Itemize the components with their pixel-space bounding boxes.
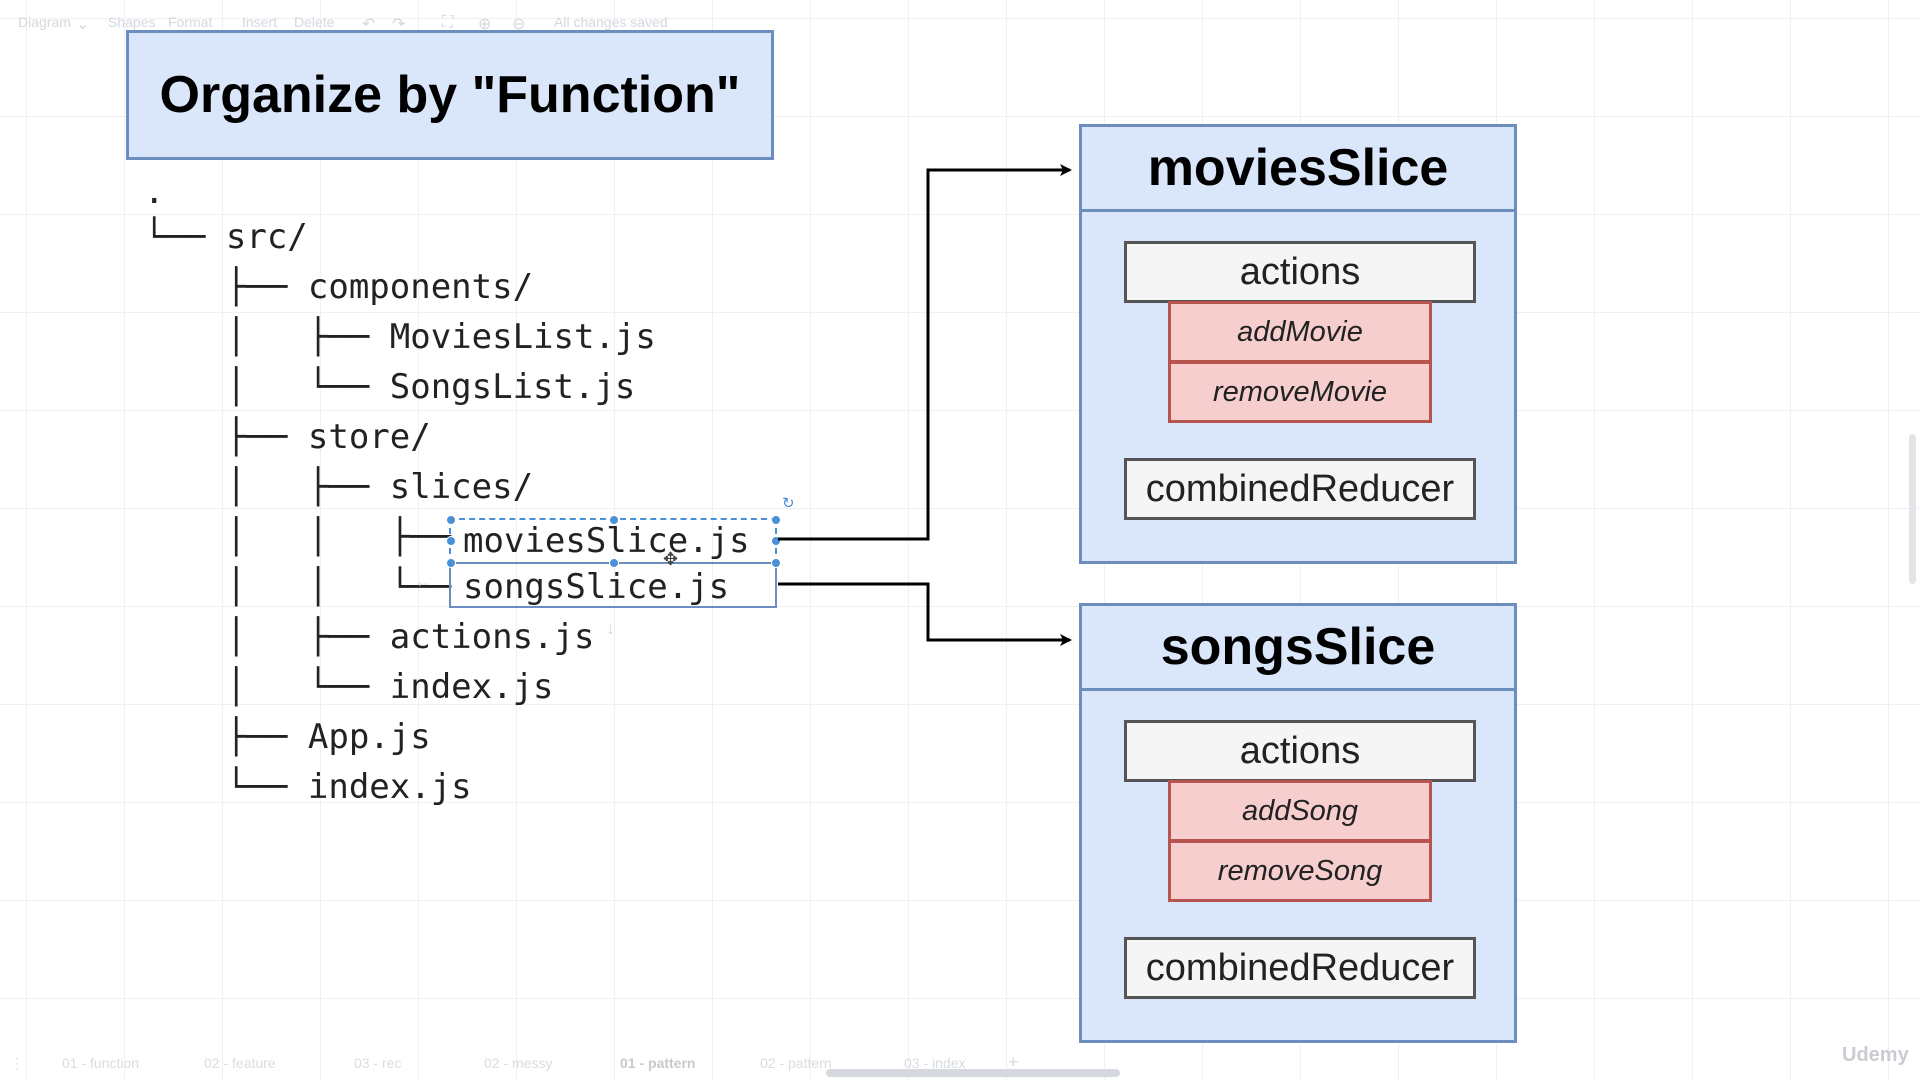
tree-line-slices: │ ├── slices/	[226, 467, 534, 507]
rotate-icon[interactable]: ↻	[782, 495, 795, 512]
diagram-menu[interactable]: Diagram	[18, 14, 71, 30]
delete-button[interactable]: Delete	[294, 14, 335, 30]
tree-line-slice-branch-2: │ │ └──	[226, 567, 452, 607]
add-song-box[interactable]: addSong	[1168, 780, 1432, 842]
resize-handle-e[interactable]	[771, 536, 781, 546]
tab-02-messy[interactable]: 02 - messy	[484, 1055, 553, 1071]
chevron-down-icon: ⌄	[76, 16, 90, 33]
resize-handle-w[interactable]	[446, 536, 456, 546]
tree-line-store: ├── store/	[226, 417, 431, 457]
tree-line-actions: │ ├── actions.js	[226, 617, 595, 657]
save-status: All changes saved	[554, 14, 668, 30]
resize-handle-se[interactable]	[771, 558, 781, 568]
redo-icon[interactable]: ↷	[392, 16, 406, 33]
resize-handle-nw[interactable]	[446, 515, 456, 525]
zoom-out-icon[interactable]: ⊖	[512, 16, 526, 33]
title-box[interactable]: Organize by "Function"	[126, 30, 774, 160]
tree-line-songslist: │ └── SongsList.js	[226, 367, 636, 407]
shapes-button[interactable]: Shapes	[108, 14, 156, 30]
tree-line-slice-branch-1: │ │ ├──	[226, 517, 452, 557]
songs-combined-reducer-box[interactable]: combinedReducer	[1124, 937, 1476, 999]
add-movie-box[interactable]: addMovie	[1168, 301, 1432, 363]
tree-root: .	[144, 172, 165, 212]
format-button[interactable]: Format	[168, 14, 213, 30]
songs-slice-title: songsSlice	[1082, 606, 1514, 691]
brand-watermark: Udemy	[1842, 1044, 1909, 1066]
songs-slice-file-label: songsSlice.js	[463, 567, 730, 607]
connector-movies	[778, 164, 1072, 541]
arrow-left-icon[interactable]: ←	[414, 571, 432, 591]
zoom-in-icon[interactable]: ⊕	[478, 16, 492, 33]
tab-01-function[interactable]: 01 - function	[62, 1055, 140, 1071]
resize-handle-s[interactable]	[609, 558, 619, 568]
tab-03-index[interactable]: 03 - index	[904, 1055, 966, 1071]
tab-03-rec[interactable]: 03 - rec	[354, 1055, 402, 1071]
resize-handle-sw[interactable]	[446, 558, 456, 568]
vertical-scrollbar[interactable]	[1909, 434, 1916, 584]
tree-line-src: └── src/	[144, 217, 308, 257]
title-text: Organize by "Function"	[159, 66, 741, 124]
tree-line-store-index: │ └── index.js	[226, 667, 554, 707]
add-tab-icon[interactable]: +	[1008, 1052, 1019, 1072]
remove-song-box[interactable]: removeSong	[1168, 840, 1432, 902]
insert-button[interactable]: Insert	[242, 14, 278, 30]
fullscreen-icon[interactable]: ⛶	[442, 14, 454, 31]
page-tabs: ⋮ 01 - function 02 - feature 03 - rec 02…	[0, 1050, 1920, 1080]
songs-actions-box[interactable]: actions	[1124, 720, 1476, 782]
undo-icon[interactable]: ↶	[362, 16, 376, 33]
songs-slice-container[interactable]: songsSlice actions addSong removeSong co…	[1079, 603, 1517, 1043]
movies-slice-title: moviesSlice	[1082, 127, 1514, 212]
tree-line-app: ├── App.js	[226, 717, 431, 757]
tabs-menu-icon[interactable]: ⋮	[10, 1055, 24, 1071]
movies-slice-container[interactable]: moviesSlice actions addMovie removeMovie…	[1079, 124, 1517, 564]
toolbar: Diagram ⌄ Shapes Format Insert Delete ↶ …	[0, 0, 1920, 44]
horizontal-scrollbar[interactable]	[826, 1069, 1120, 1077]
tab-01-pattern[interactable]: 01 - pattern	[620, 1055, 696, 1071]
resize-handle-ne[interactable]	[771, 515, 781, 525]
resize-handle-n[interactable]	[609, 515, 619, 525]
tree-line-components: ├── components/	[226, 267, 534, 307]
movies-combined-reducer-box[interactable]: combinedReducer	[1124, 458, 1476, 520]
remove-movie-box[interactable]: removeMovie	[1168, 361, 1432, 423]
tree-line-movieslist: │ ├── MoviesList.js	[226, 317, 656, 357]
tab-02-pattern[interactable]: 02 - pattern	[760, 1055, 832, 1071]
arrow-right-icon[interactable]: →	[794, 571, 812, 591]
tab-02-feature[interactable]: 02 - feature	[204, 1055, 276, 1071]
movies-actions-box[interactable]: actions	[1124, 241, 1476, 303]
connector-songs	[778, 582, 1072, 646]
tree-line-index: └── index.js	[226, 767, 472, 807]
arrow-down-icon[interactable]: ↓	[606, 618, 615, 638]
movies-slice-file-label: moviesSlice.js	[463, 521, 750, 561]
move-icon[interactable]: ✥	[663, 549, 679, 569]
